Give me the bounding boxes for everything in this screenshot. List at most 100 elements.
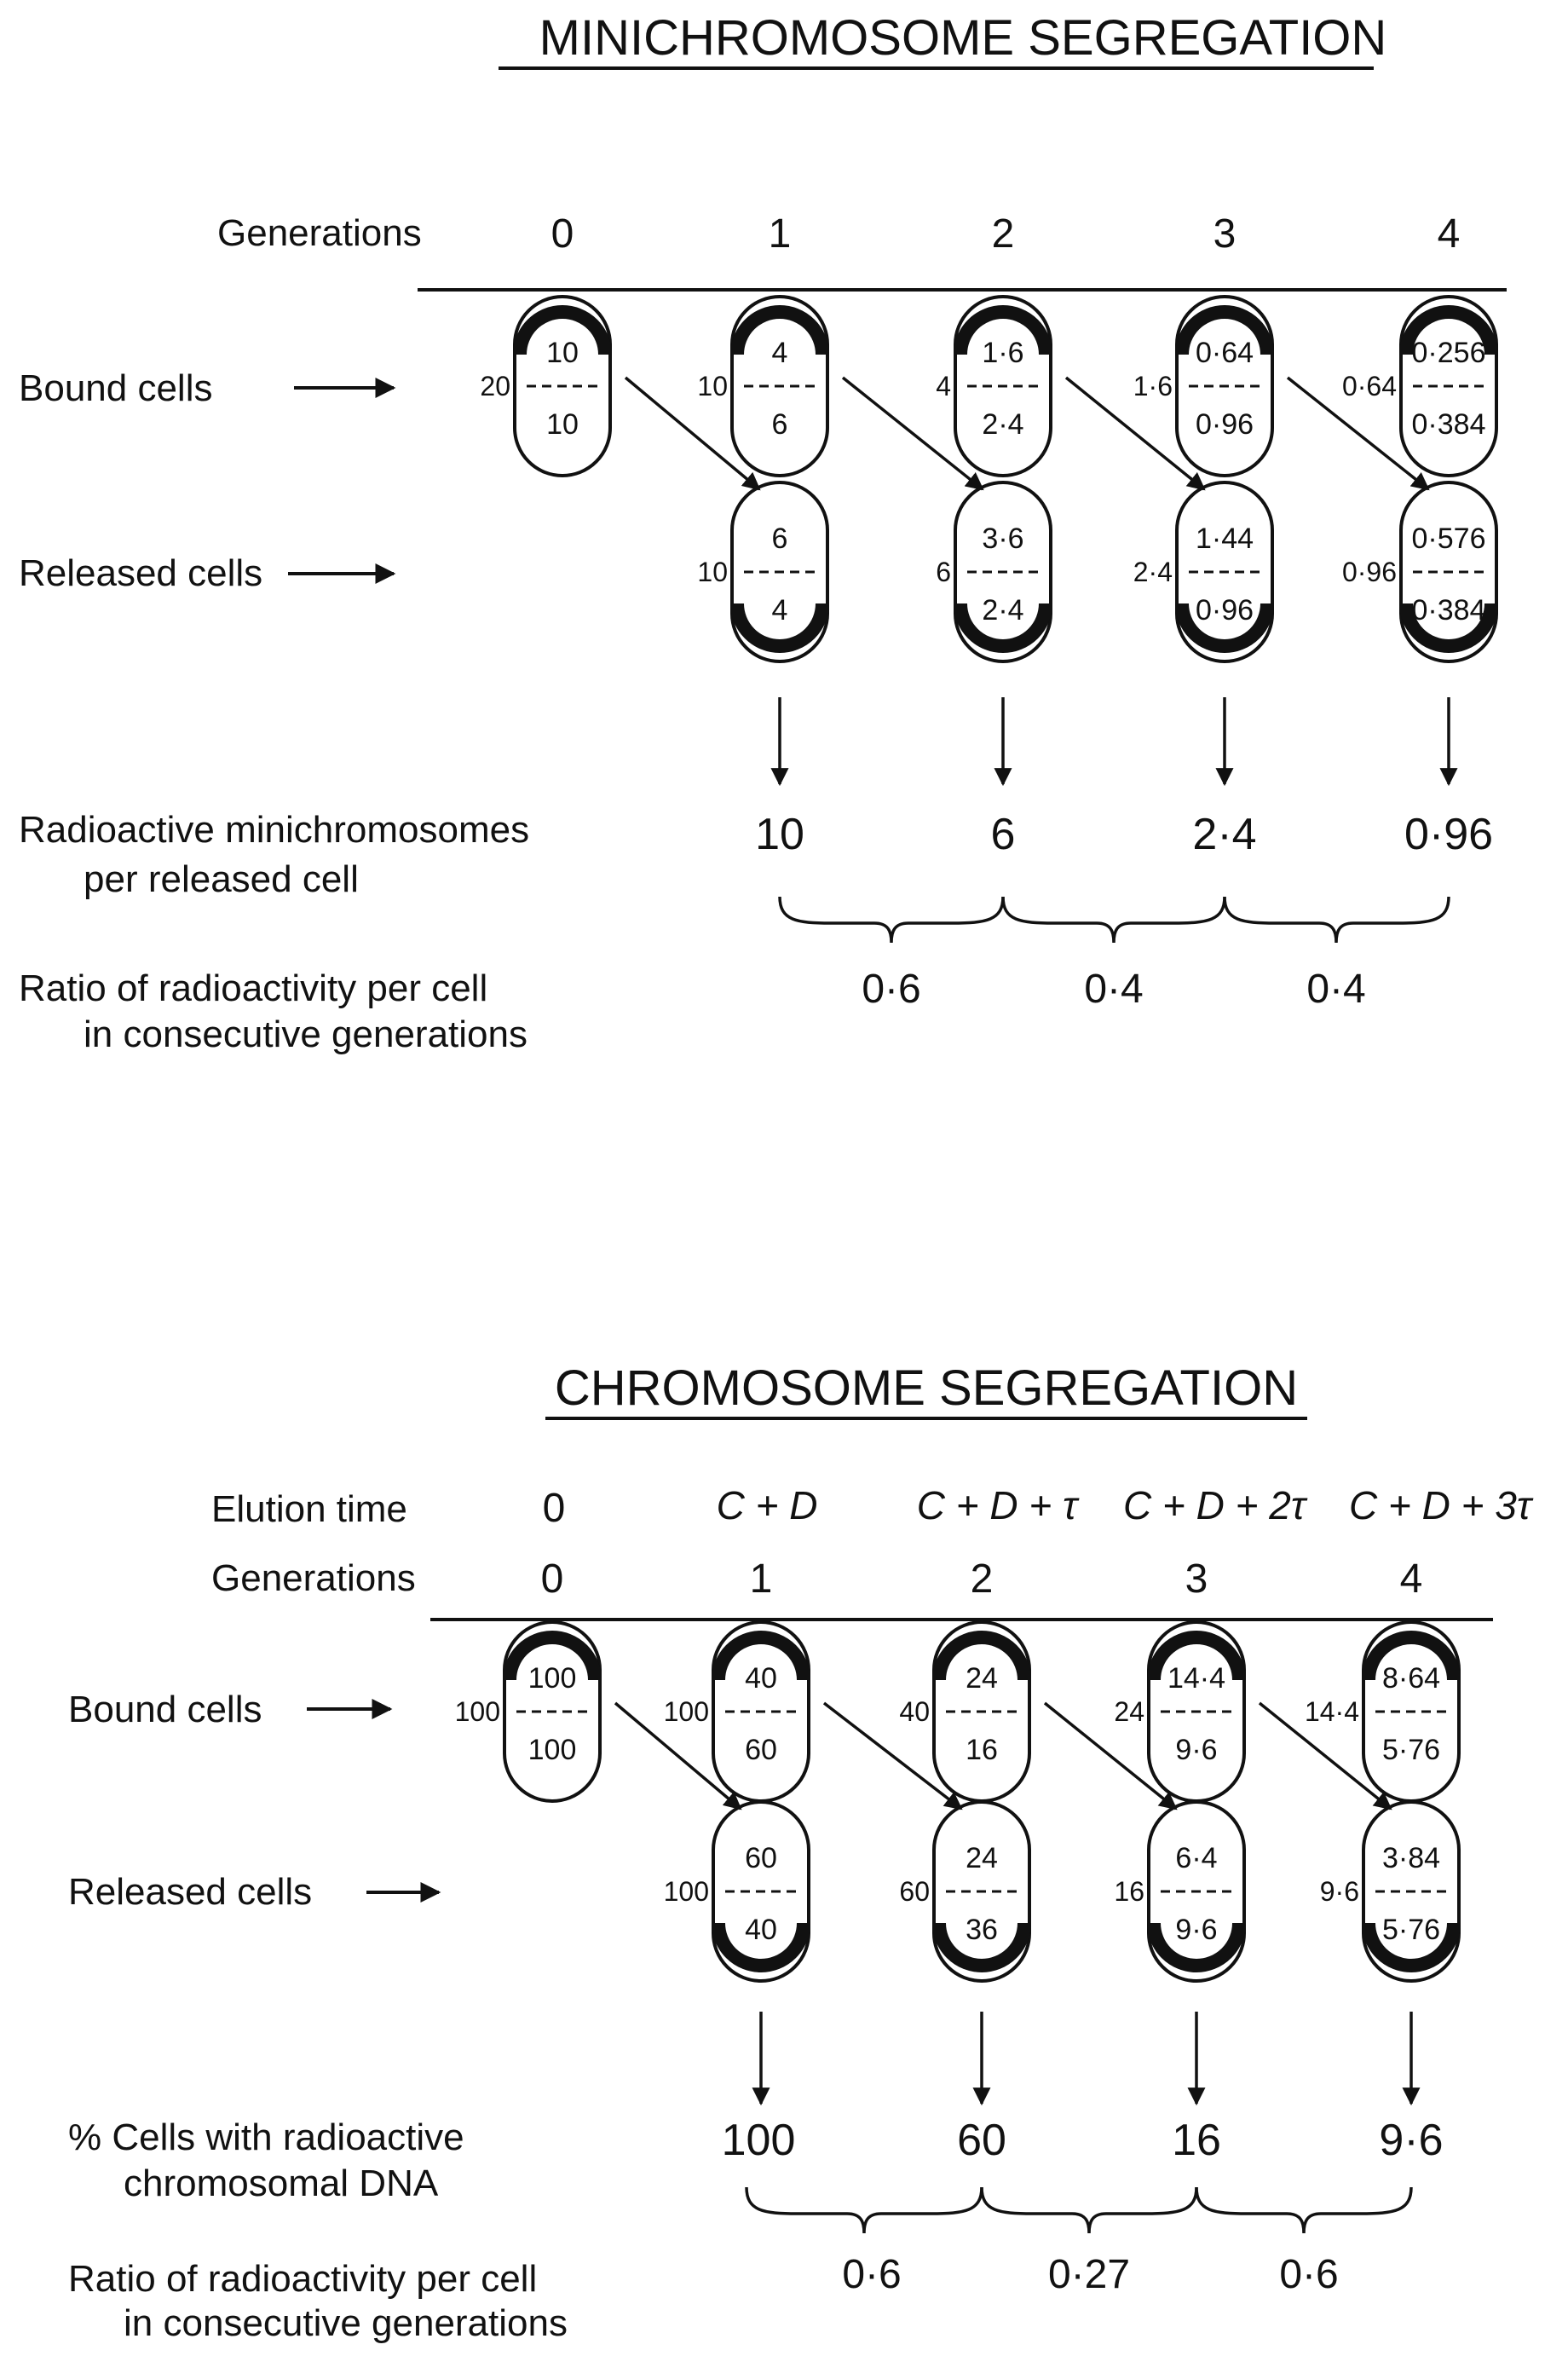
- mini-bound-cell-total: 4: [936, 371, 951, 401]
- chromo-bound-cell-bottom-value: 100: [528, 1734, 577, 1766]
- mini-transition-arrow: [624, 376, 761, 491]
- minichromosome-panel: MINICHROMOSOME SEGREGATION Generations 0…: [19, 10, 1507, 1055]
- chromo-released-cell-top-value: 3·84: [1382, 1842, 1440, 1874]
- mini-ratio-label-line2: in consecutive generations: [84, 1013, 527, 1055]
- mini-released-cell-bottom-value: 0·96: [1196, 594, 1254, 627]
- chromo-elution-3: C + D + 2τ: [1123, 1483, 1308, 1527]
- chromo-generation-2: 2: [971, 1556, 994, 1602]
- mini-result-1: 10: [755, 810, 804, 859]
- mini-released-cell-wall: [1399, 603, 1498, 653]
- chromo-result-3: 16: [1172, 2116, 1221, 2165]
- chromo-generations-label: Generations: [211, 1557, 416, 1599]
- mini-bound-cell-top-value: 10: [546, 337, 579, 369]
- mini-brace-2: [1001, 896, 1226, 944]
- chromo-ratio-2: 0·27: [1048, 2252, 1130, 2297]
- chromo-bound-cell-top-value: 24: [966, 1662, 998, 1695]
- mini-result-label-line1: Radioactive minichromosomes: [19, 809, 529, 851]
- chromo-bound-cell-wall: [712, 1631, 810, 1681]
- chromo-released-cell-top-value: 60: [745, 1842, 777, 1874]
- chromo-bound-cell-bottom-value: 16: [966, 1734, 998, 1766]
- mini-brace-3: [1223, 896, 1450, 944]
- chromo-ratio-3: 0·6: [1279, 2252, 1338, 2297]
- mini-generation-3: 3: [1213, 211, 1237, 257]
- chromo-generation-4: 4: [1400, 1556, 1423, 1602]
- chromo-brace-1: [745, 2186, 983, 2234]
- mini-released-cell-top-value: 3·6: [982, 523, 1023, 555]
- chromo-bound-cell-wall: [1147, 1631, 1246, 1681]
- chromo-title: CHROMOSOME SEGREGATION: [555, 1360, 1298, 1416]
- chromo-elution-4: C + D + 3τ: [1349, 1483, 1534, 1527]
- mini-bound-cell-wall: [730, 305, 829, 355]
- chromo-transition-arrow: [614, 1701, 742, 1810]
- mini-bound-cell-4: 0·256 0·384 0·64: [1342, 295, 1498, 477]
- mini-released-cell-wall: [1175, 603, 1274, 653]
- mini-released-label: Released cells: [19, 552, 262, 594]
- mini-released-cell-3: 1·440·962·4: [1133, 481, 1274, 663]
- mini-released-cell-top-value: 1·44: [1196, 523, 1254, 555]
- chromo-released-cell-total: 16: [1114, 1876, 1144, 1907]
- mini-bound-cell-bottom-value: 0·384: [1412, 408, 1486, 441]
- chromo-bound-cell-wall: [503, 1631, 602, 1681]
- chromo-generation-3: 3: [1185, 1556, 1208, 1602]
- mini-generation-4: 4: [1438, 211, 1461, 257]
- mini-released-cell-total: 10: [697, 557, 728, 587]
- chromo-bound-label: Bound cells: [68, 1689, 262, 1730]
- chromo-released-cell-wall: [1147, 1922, 1246, 1972]
- chromo-result-label-line2: chromosomal DNA: [124, 2163, 439, 2204]
- chromo-ratio-label-line1: Ratio of radioactivity per cell: [68, 2258, 537, 2300]
- mini-generation-2: 2: [992, 211, 1015, 257]
- mini-released-cell-wall: [730, 603, 829, 653]
- mini-title: MINICHROMOSOME SEGREGATION: [539, 10, 1387, 66]
- chromo-generation-1: 1: [750, 1556, 773, 1602]
- mini-transition-arrow: [1286, 376, 1430, 491]
- chromo-released-cell-total: 60: [899, 1876, 930, 1907]
- mini-bound-cell-bottom-value: 2·4: [982, 408, 1023, 441]
- mini-result-label-line2: per released cell: [84, 858, 359, 900]
- chromo-result-4: 9·6: [1379, 2116, 1443, 2165]
- mini-bound-cell-top-value: 0·256: [1412, 337, 1486, 369]
- mini-bound-cell-top-value: 1·6: [982, 337, 1023, 369]
- chromo-transition-arrow: [1258, 1701, 1392, 1810]
- mini-bound-cell-bottom-value: 6: [772, 408, 788, 441]
- mini-bound-cell-2: 1·6 2·4 4: [936, 295, 1052, 477]
- mini-bound-cell-wall: [513, 305, 612, 355]
- chromo-ratio-1: 0·6: [842, 2252, 901, 2297]
- chromo-bound-cell-top-value: 100: [528, 1662, 577, 1695]
- mini-bound-label: Bound cells: [19, 367, 212, 409]
- mini-bound-cell-total: 0·64: [1342, 371, 1397, 401]
- mini-bound-cell-total: 10: [697, 371, 728, 401]
- chromo-transition-arrow: [1043, 1701, 1178, 1810]
- mini-result-3: 2·4: [1192, 810, 1256, 859]
- chromosome-panel: CHROMOSOME SEGREGATION Elution time 0 C …: [68, 1360, 1534, 2344]
- chromo-bound-cell-total: 100: [455, 1696, 500, 1727]
- chromo-bound-cell-bottom-value: 9·6: [1175, 1734, 1217, 1766]
- mini-released-cell-top-value: 0·576: [1412, 523, 1486, 555]
- chromo-bound-cell-top-value: 40: [745, 1662, 777, 1695]
- mini-bound-cell-wall: [1175, 305, 1274, 355]
- chromo-brace-3: [1195, 2186, 1413, 2234]
- mini-bound-cell-wall: [1399, 305, 1498, 355]
- mini-generation-0: 0: [551, 211, 574, 257]
- chromo-brace-2: [980, 2186, 1198, 2234]
- chromo-elution-1: C + D: [717, 1483, 818, 1527]
- chromo-released-cell-total: 100: [664, 1876, 709, 1907]
- chromo-bound-cell-3: 14·49·624: [1114, 1620, 1246, 1803]
- chromo-released-cell-3: 6·49·616: [1114, 1800, 1246, 1983]
- mini-bound-cell-3: 0·640·961·6: [1133, 295, 1274, 477]
- chromo-released-cell-wall: [712, 1922, 810, 1972]
- chromo-released-cell-total: 9·6: [1320, 1876, 1359, 1907]
- mini-result-2: 6: [991, 810, 1016, 859]
- chromo-released-cell-top-value: 24: [966, 1842, 998, 1874]
- chromo-cells: 100100100406010024164014·49·6248·645·761…: [455, 1620, 1461, 2106]
- chromo-bound-cell-total: 100: [664, 1696, 709, 1727]
- chromo-bound-cell-0: 100 100 100: [455, 1620, 602, 1803]
- mini-bound-cell-bottom-value: 0·96: [1196, 408, 1254, 441]
- chromo-ratio-label-line2: in consecutive generations: [124, 2302, 568, 2344]
- mini-ratio-2: 0·4: [1084, 967, 1143, 1012]
- chromo-generation-0: 0: [541, 1556, 564, 1602]
